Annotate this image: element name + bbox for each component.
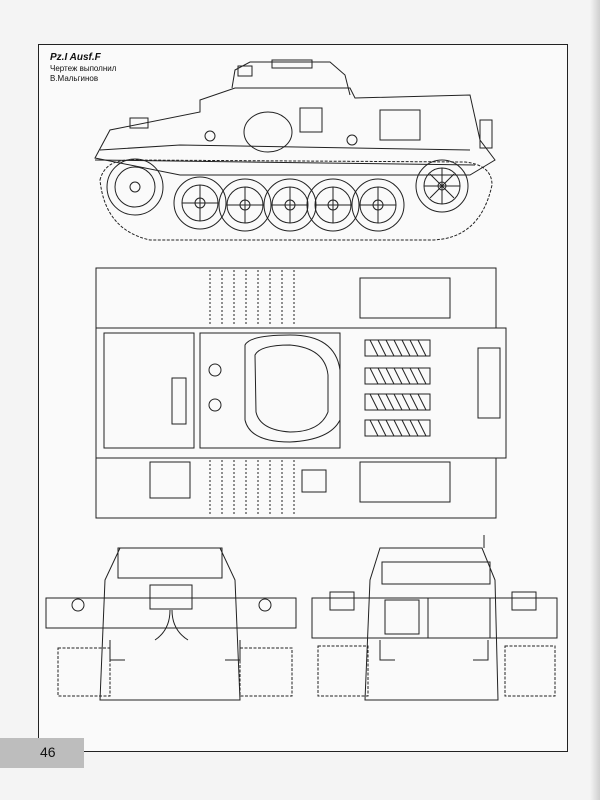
page-number-box [0, 738, 84, 768]
front-view [45, 547, 297, 701]
rear-view [311, 535, 558, 701]
drawing-title: Pz.I Ausf.F [50, 52, 101, 63]
drawing-credit-line1: Чертеж выполнил [50, 64, 117, 73]
side-view [94, 59, 496, 241]
drawing-credit-line2: В.Мальгинов [50, 74, 99, 83]
page-number: 46 [40, 744, 56, 760]
page-binding-shadow [590, 0, 600, 800]
top-view [95, 267, 507, 519]
drawing-frame [38, 44, 568, 752]
